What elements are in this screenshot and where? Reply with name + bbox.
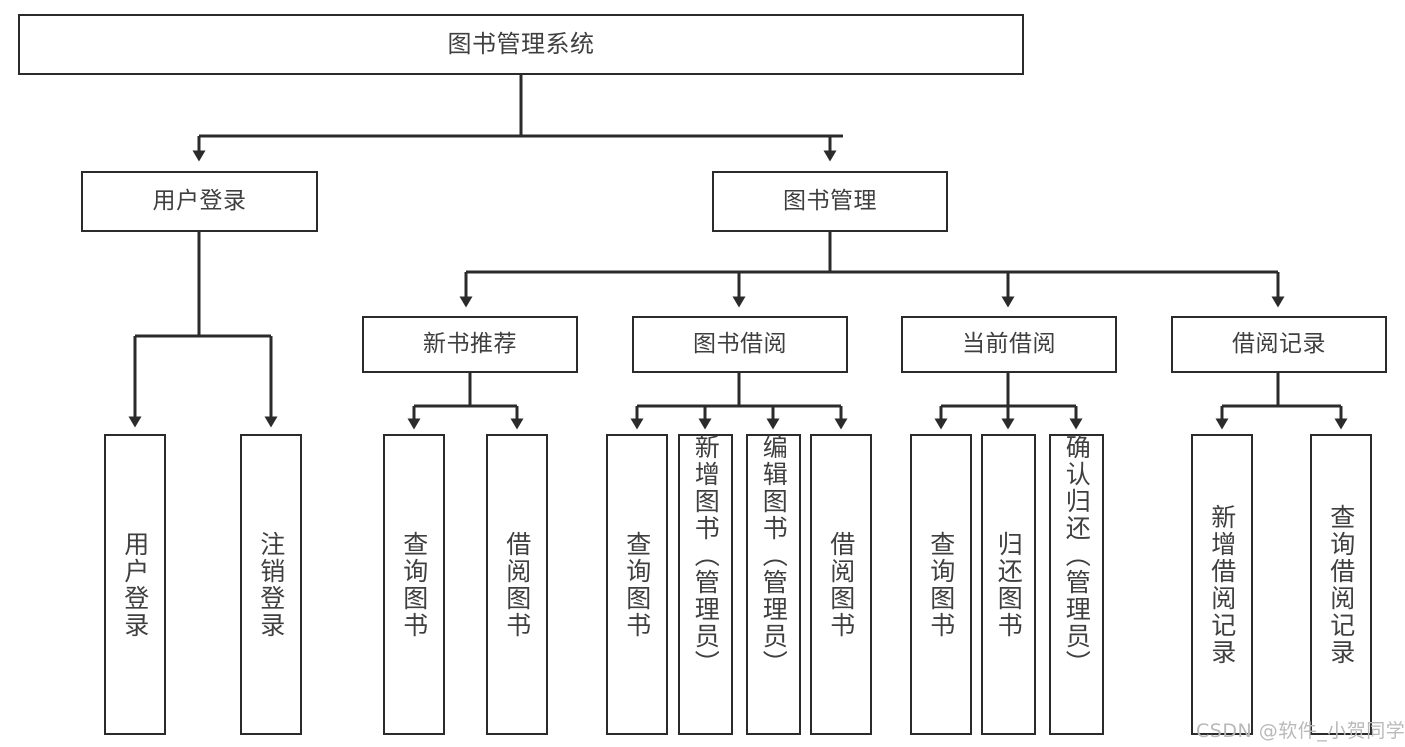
node-book-management-label: 图书管理 — [783, 187, 877, 214]
node-book-borrow[interactable]: 图书借阅 — [632, 316, 848, 373]
leaf-borrow-book-borrow-label: 借阅图书 — [826, 530, 856, 639]
leaf-borrow-book-recommend[interactable]: 借阅图书 — [486, 434, 548, 735]
leaf-query-book-current-label: 查询图书 — [926, 530, 956, 639]
node-user-login[interactable]: 用户登录 — [81, 171, 318, 232]
leaf-query-borrow-record[interactable]: 查询借阅记录 — [1310, 434, 1372, 735]
leaf-add-borrow-record[interactable]: 新增借阅记录 — [1191, 434, 1253, 735]
leaf-user-login-label: 用户登录 — [120, 530, 150, 639]
leaf-user-logout[interactable]: 注销登录 — [240, 434, 302, 735]
node-book-management[interactable]: 图书管理 — [712, 171, 948, 232]
leaf-query-book-borrow-label: 查询图书 — [622, 530, 652, 639]
leaf-edit-book[interactable]: 编辑图书（管理员） — [746, 434, 801, 735]
node-root-label: 图书管理系统 — [447, 30, 595, 59]
node-borrow-record[interactable]: 借阅记录 — [1171, 316, 1387, 373]
leaf-user-logout-label: 注销登录 — [256, 530, 286, 639]
leaf-add-borrow-record-label: 新增借阅记录 — [1207, 503, 1237, 666]
node-new-book-recommend-label: 新书推荐 — [423, 330, 517, 357]
leaf-borrow-book-recommend-label: 借阅图书 — [502, 530, 532, 639]
leaf-borrow-book-borrow[interactable]: 借阅图书 — [810, 434, 872, 735]
node-borrow-record-label: 借阅记录 — [1232, 330, 1326, 357]
node-user-login-label: 用户登录 — [152, 187, 247, 214]
leaf-return-book[interactable]: 归还图书 — [981, 434, 1036, 735]
node-book-borrow-label: 图书借阅 — [693, 330, 787, 357]
leaf-add-book[interactable]: 新增图书（管理员） — [678, 434, 733, 735]
node-current-borrow-label: 当前借阅 — [962, 330, 1056, 357]
leaf-add-book-label: 新增图书（管理员） — [691, 434, 721, 677]
leaf-query-borrow-record-label: 查询借阅记录 — [1326, 503, 1356, 666]
leaf-confirm-return[interactable]: 确认归还（管理员） — [1049, 434, 1104, 735]
leaf-query-book-borrow[interactable]: 查询图书 — [606, 434, 668, 735]
leaf-confirm-return-label: 确认归还（管理员） — [1062, 434, 1092, 677]
leaf-query-book-recommend[interactable]: 查询图书 — [383, 434, 445, 735]
leaf-query-book-recommend-label: 查询图书 — [399, 530, 429, 639]
node-root[interactable]: 图书管理系统 — [18, 14, 1024, 75]
node-new-book-recommend[interactable]: 新书推荐 — [362, 316, 578, 373]
leaf-edit-book-label: 编辑图书（管理员） — [759, 434, 789, 677]
node-current-borrow[interactable]: 当前借阅 — [901, 316, 1117, 373]
leaf-return-book-label: 归还图书 — [994, 530, 1024, 639]
leaf-query-book-current[interactable]: 查询图书 — [910, 434, 972, 735]
leaf-user-login[interactable]: 用户登录 — [104, 434, 166, 735]
watermark: CSDN @软件_小贺同学 — [1196, 720, 1405, 742]
